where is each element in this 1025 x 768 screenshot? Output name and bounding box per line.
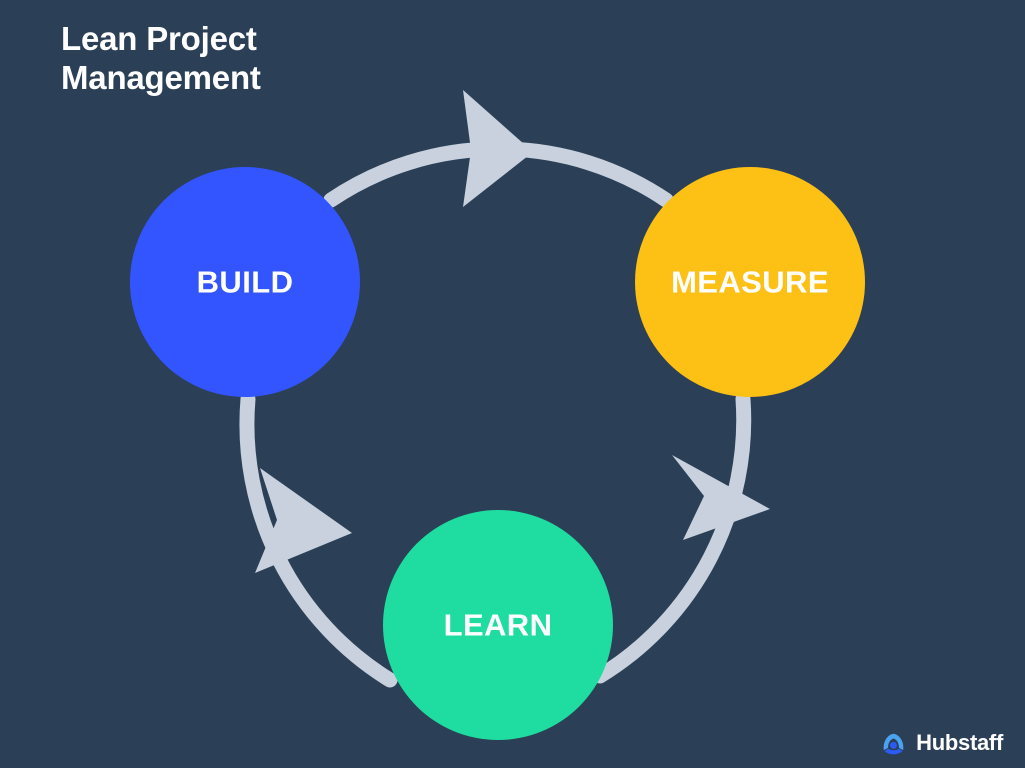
node-learn-label: LEARN — [444, 608, 553, 643]
node-build-circle[interactable] — [130, 167, 360, 397]
node-build[interactable]: BUILD — [130, 167, 360, 397]
arrowhead-build-to-measure — [463, 90, 533, 207]
node-measure[interactable]: MEASURE — [635, 167, 865, 397]
arc-measure-to-learn — [592, 391, 752, 684]
node-learn-circle[interactable] — [383, 510, 613, 740]
arrowhead-learn-to-build — [255, 468, 352, 573]
arrowhead-measure-to-learn — [672, 455, 770, 540]
hubstaff-logo-icon — [883, 733, 904, 755]
brand-name: Hubstaff — [916, 729, 1003, 755]
node-measure-circle[interactable] — [635, 167, 865, 397]
node-measure-label: MEASURE — [671, 265, 829, 300]
node-build-label: BUILD — [197, 265, 294, 300]
page-title: Lean Project Management — [61, 20, 261, 96]
cycle-arrowheads — [255, 90, 770, 573]
brand-lockup: Hubstaff — [880, 729, 1003, 756]
node-learn[interactable]: LEARN — [383, 510, 613, 740]
